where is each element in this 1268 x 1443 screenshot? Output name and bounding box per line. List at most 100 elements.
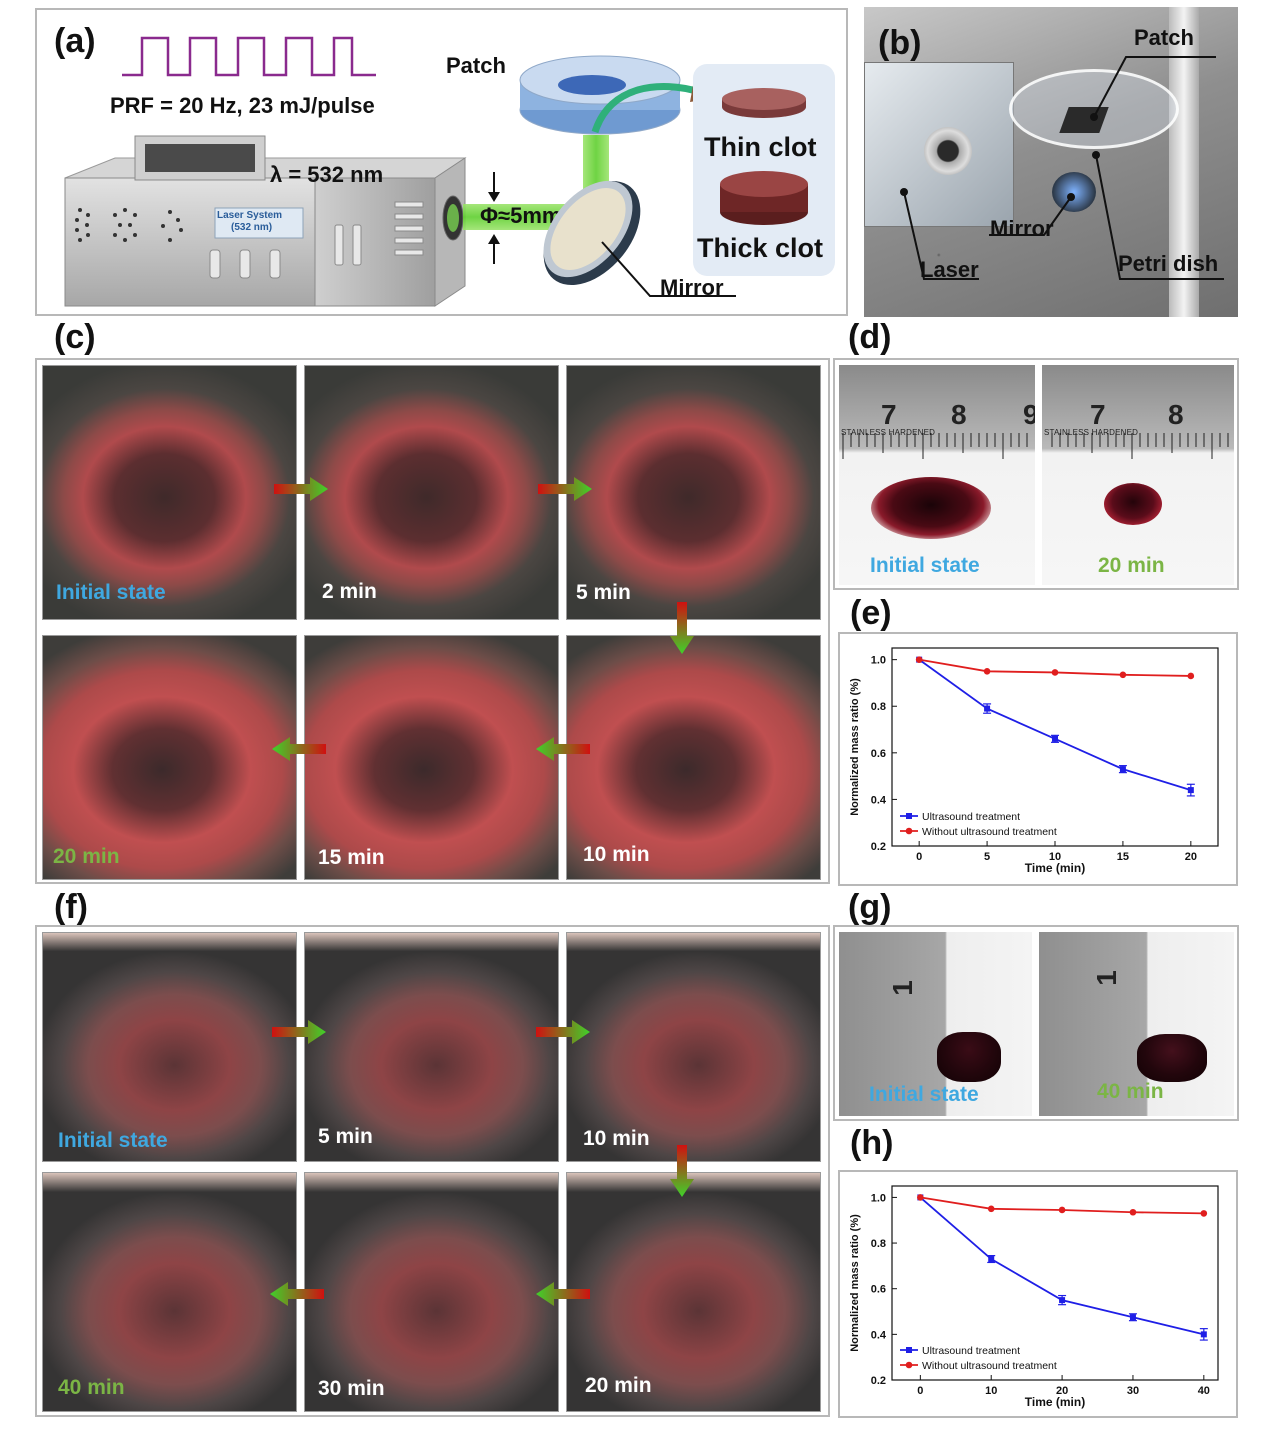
legend-marker xyxy=(906,1347,912,1353)
mirror-label-b: Mirror xyxy=(990,216,1054,241)
ruler-number: 8 xyxy=(1168,399,1184,430)
panel-b-photo xyxy=(864,7,1238,317)
panel-b-label: (b) xyxy=(878,24,922,62)
panel-h-label: (h) xyxy=(850,1124,894,1162)
x-tick-label: 0 xyxy=(917,1385,923,1397)
data-point xyxy=(1051,669,1059,676)
ruler-text: STAINLESS HARDENED xyxy=(1044,428,1139,437)
thin-clot-icon xyxy=(722,88,806,118)
legend-label: Without ultrasound treatment xyxy=(922,826,1057,838)
panel-c-image-10min xyxy=(566,635,821,880)
laser-system-illustration xyxy=(64,135,467,307)
panel-d-label: (d) xyxy=(848,318,892,356)
patch-label-a: Patch xyxy=(446,53,506,78)
data-point xyxy=(917,1194,924,1201)
arrow-right-icon xyxy=(272,1020,326,1044)
panel-c-label-5min: 5 min xyxy=(576,581,631,604)
y-tick-label: 1.0 xyxy=(871,1192,886,1204)
arrow-right-icon xyxy=(274,477,328,501)
ruler-number: 7 xyxy=(881,399,897,430)
y-tick-label: 1.0 xyxy=(871,655,886,667)
data-point xyxy=(1200,1210,1208,1217)
arrow-left-icon xyxy=(536,1282,590,1306)
data-point xyxy=(915,656,923,663)
thick-clot-icon xyxy=(720,171,808,225)
panel-f-image-20min xyxy=(566,1172,821,1412)
panel-c-image-initial xyxy=(42,365,297,620)
legend-label: Ultrasound treatment xyxy=(922,811,1020,823)
x-axis-label: Time (min) xyxy=(1025,861,1085,875)
thick-clot-label: Thick clot xyxy=(697,233,824,263)
data-point xyxy=(987,1205,995,1213)
data-point xyxy=(988,1256,995,1263)
x-tick-label: 0 xyxy=(916,851,922,863)
data-point xyxy=(983,667,991,675)
panel-g-label-initial: Initial state xyxy=(869,1083,979,1106)
blood-clot-thick-initial xyxy=(937,1032,1001,1082)
panel-f-label: (f) xyxy=(54,888,88,926)
panel-c-label-20min: 20 min xyxy=(53,845,120,868)
panel-c-image-20min xyxy=(42,635,297,880)
legend-marker xyxy=(905,1361,913,1369)
y-tick-label: 0.2 xyxy=(871,841,886,853)
ruler-number: 7 xyxy=(1090,399,1106,430)
ruler-number: 1 xyxy=(1090,970,1122,986)
series-line xyxy=(919,1196,1205,1336)
patch-label-b: Patch xyxy=(1134,25,1194,50)
y-tick-label: 0.4 xyxy=(871,1329,887,1341)
legend-marker xyxy=(905,827,913,835)
y-tick-label: 0.8 xyxy=(871,701,886,713)
x-tick-label: 20 xyxy=(1056,1385,1068,1397)
panel-f-label-20min: 20 min xyxy=(585,1374,652,1397)
y-axis-label: Normalized mass ratio (%) xyxy=(849,678,861,816)
data-point xyxy=(1187,787,1194,794)
panel-f-image-initial xyxy=(42,932,297,1162)
panel-f-label-initial: Initial state xyxy=(58,1129,168,1152)
data-point xyxy=(1052,735,1058,742)
data-point xyxy=(1119,671,1127,679)
blood-clot-20min xyxy=(1104,483,1162,525)
y-tick-label: 0.6 xyxy=(871,1284,886,1296)
panel-c-label: (c) xyxy=(54,318,96,356)
panel-g-photo-40min: 1 xyxy=(1039,932,1234,1116)
panel-f-image-30min xyxy=(304,1172,559,1412)
data-point xyxy=(1058,1206,1066,1214)
y-tick-label: 0.8 xyxy=(871,1238,886,1250)
panel-f-image-40min xyxy=(42,1172,297,1412)
panel-d-label-initial: Initial state xyxy=(870,554,980,577)
panel-g-label-40min: 40 min xyxy=(1097,1080,1164,1103)
ruler-number: 1 xyxy=(886,980,918,996)
laser-aperture-photo xyxy=(924,127,972,175)
arrow-left-icon xyxy=(536,737,590,761)
prf-text: PRF = 20 Hz, 23 mJ/pulse xyxy=(110,93,375,118)
panel-h-frame xyxy=(838,1170,1238,1418)
x-tick-label: 15 xyxy=(1117,851,1129,863)
panel-f-label-40min: 40 min xyxy=(58,1376,125,1399)
laser-system-label-2: (532 nm) xyxy=(231,222,273,233)
panel-b-pointer-lines xyxy=(900,56,1224,280)
arrow-left-icon xyxy=(272,737,326,761)
panel-e-label: (e) xyxy=(850,594,892,632)
y-axis-label: Normalized mass ratio (%) xyxy=(849,1214,861,1352)
x-tick-label: 5 xyxy=(984,851,990,863)
data-point xyxy=(1129,1314,1136,1321)
laser-label-b: Laser xyxy=(920,257,979,282)
panel-c-image-5min xyxy=(566,365,821,620)
mirror-label-a: Mirror xyxy=(660,275,724,300)
panel-g-photo-initial: 1 xyxy=(839,932,1032,1116)
panel-f-label-5min: 5 min xyxy=(318,1125,373,1148)
panel-c-image-2min xyxy=(304,365,559,620)
series-line xyxy=(918,658,1192,791)
panel-f-label-10min: 10 min xyxy=(583,1127,650,1150)
pulse-train-diagram xyxy=(122,36,376,77)
x-tick-label: 30 xyxy=(1127,1385,1139,1397)
x-axis-label: Time (min) xyxy=(1025,1395,1085,1409)
data-point xyxy=(1129,1208,1137,1216)
panel-d-photo-20min: 7 8 STAINLESS HARDENED xyxy=(1042,365,1234,585)
stand-photo xyxy=(1169,7,1199,317)
y-tick-label: 0.6 xyxy=(871,748,886,760)
panel-c-label-2min: 2 min xyxy=(322,580,377,603)
